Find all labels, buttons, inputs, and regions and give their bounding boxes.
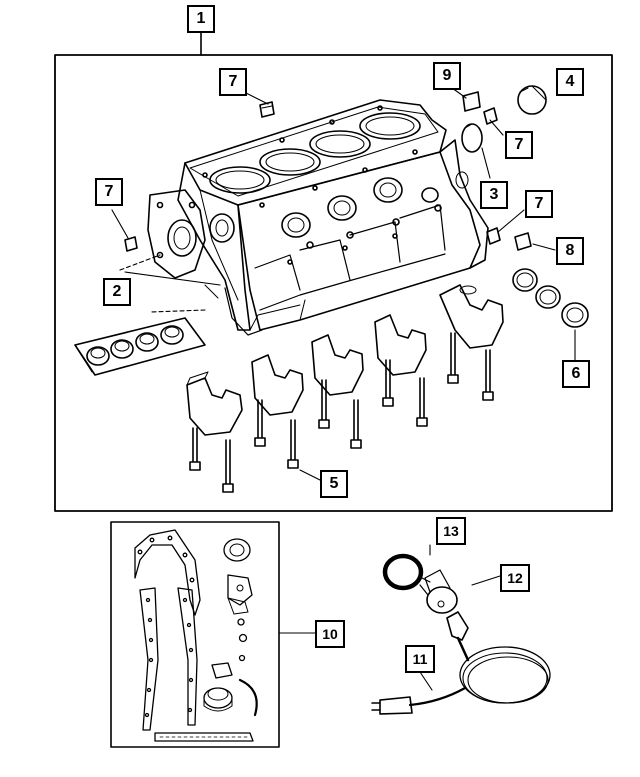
- callout-7-right: 7: [505, 131, 533, 159]
- gasket-kit-frame: [110, 521, 280, 748]
- callout-1: 1: [187, 5, 215, 33]
- callout-11: 11: [405, 645, 435, 673]
- block-heater: [371, 544, 551, 715]
- callout-2: 2: [103, 278, 131, 306]
- callout-13: 13: [436, 517, 466, 545]
- engine-block: [147, 99, 489, 336]
- callout-3: 3: [480, 181, 508, 209]
- callout-10: 10: [315, 620, 345, 648]
- main-bearing-set: [74, 317, 206, 376]
- callout-5: 5: [320, 470, 348, 498]
- main-caps-and-bolts: [186, 284, 504, 493]
- gasket-kit: [134, 529, 316, 742]
- engine-block-frame: [54, 54, 613, 512]
- callout-4: 4: [556, 68, 584, 96]
- callout-7-mid: 7: [525, 190, 553, 218]
- callout-9: 9: [433, 62, 461, 90]
- callout-7-left: 7: [95, 178, 123, 206]
- callout-6: 6: [562, 360, 590, 388]
- callout-12: 12: [500, 564, 530, 592]
- callout-8: 8: [556, 237, 584, 265]
- callout-7-top: 7: [219, 68, 247, 96]
